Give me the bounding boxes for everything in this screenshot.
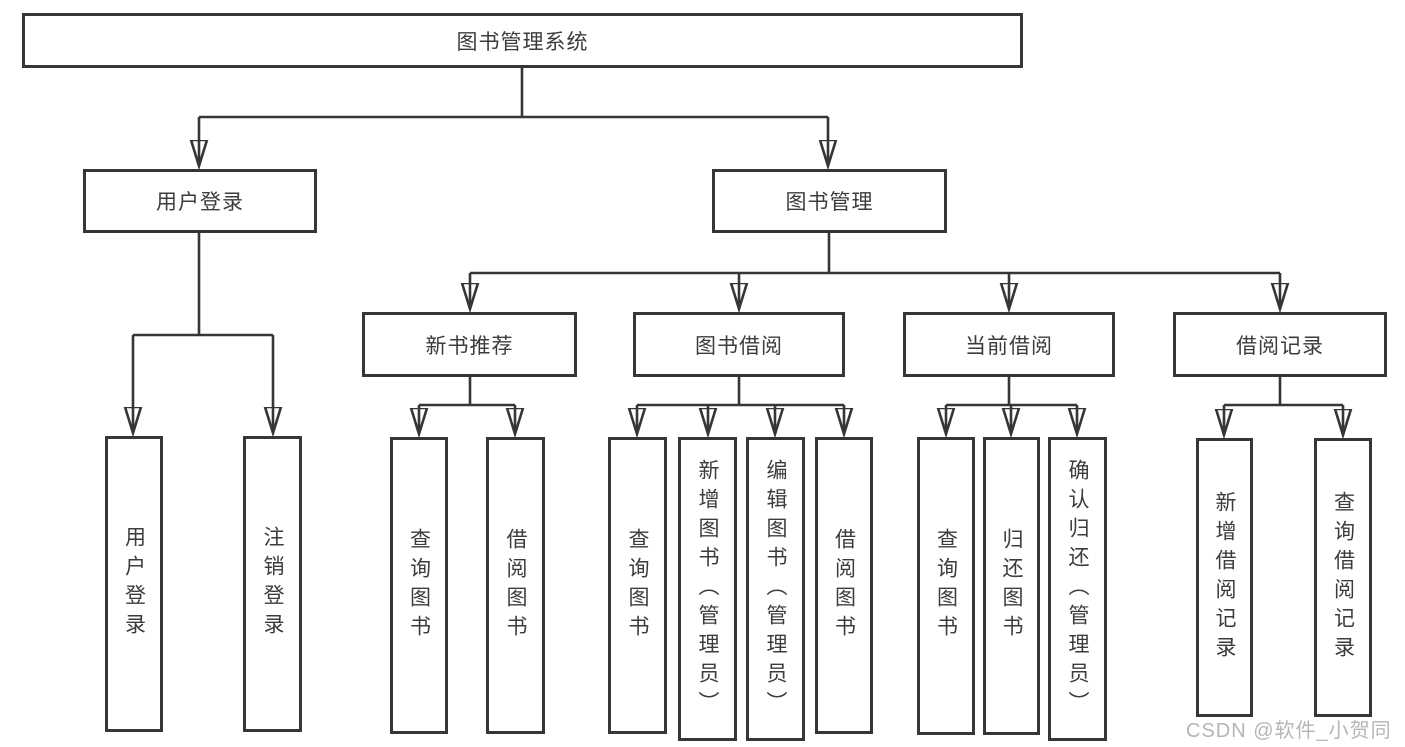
node-leaf-edit-books-admin: 编辑图书（管理员） xyxy=(746,437,805,741)
node-label: 新增图书（管理员） xyxy=(696,458,719,720)
node-leaf-query-borrow-record: 查询借阅记录 xyxy=(1314,438,1372,717)
node-book-management: 图书管理 xyxy=(712,169,947,233)
node-label: 图书借阅 xyxy=(695,334,783,358)
node-label: 用户登录 xyxy=(156,191,244,214)
node-label: 当前借阅 xyxy=(965,334,1053,358)
node-label: 注销登录 xyxy=(261,526,284,642)
node-label: 归还图书 xyxy=(1000,528,1023,644)
node-leaf-borrow-books: 借阅图书 xyxy=(815,437,873,734)
node-leaf-query-books-current: 查询图书 xyxy=(917,437,975,735)
node-label: 借阅记录 xyxy=(1236,334,1324,358)
node-label: 图书管理 xyxy=(785,191,874,214)
node-book-management-system: 图书管理系统 xyxy=(22,13,1023,68)
node-label: 借阅图书 xyxy=(832,527,856,644)
csdn-watermark: CSDN @软件_小贺同学 xyxy=(1186,720,1392,742)
node-label: 新书推荐 xyxy=(425,334,514,358)
node-label: 查询图书 xyxy=(934,528,958,644)
node-leaf-confirm-return-admin: 确认归还（管理员） xyxy=(1048,437,1107,741)
connector-trunks xyxy=(133,68,1343,407)
node-leaf-logout: 注销登录 xyxy=(243,436,302,732)
node-label: 新增借阅记录 xyxy=(1213,490,1236,665)
node-leaf-return-books: 归还图书 xyxy=(983,437,1040,735)
node-current-borrowing: 当前借阅 xyxy=(903,312,1115,377)
node-label: 查询借阅记录 xyxy=(1331,490,1355,665)
node-label: 确认归还（管理员） xyxy=(1066,458,1089,720)
node-label: 借阅图书 xyxy=(504,527,527,644)
node-label: 查询图书 xyxy=(407,527,431,644)
node-leaf-query-books-borrow: 查询图书 xyxy=(608,437,667,734)
node-label: 图书管理系统 xyxy=(456,30,589,54)
node-label: 用户登录 xyxy=(122,526,146,642)
node-label: 编辑图书（管理员） xyxy=(764,458,787,720)
node-leaf-borrow-books-rec: 借阅图书 xyxy=(486,437,545,734)
node-label: 查询图书 xyxy=(626,527,649,644)
node-leaf-user-login: 用户登录 xyxy=(105,436,163,732)
node-leaf-query-books-rec: 查询图书 xyxy=(390,437,448,734)
node-leaf-add-books-admin: 新增图书（管理员） xyxy=(678,437,737,741)
node-new-book-recommendation: 新书推荐 xyxy=(362,312,577,377)
node-user-login: 用户登录 xyxy=(83,169,317,233)
node-borrowing-records: 借阅记录 xyxy=(1173,312,1387,377)
node-leaf-add-borrow-record: 新增借阅记录 xyxy=(1196,438,1253,717)
node-book-borrowing: 图书借阅 xyxy=(633,312,845,377)
